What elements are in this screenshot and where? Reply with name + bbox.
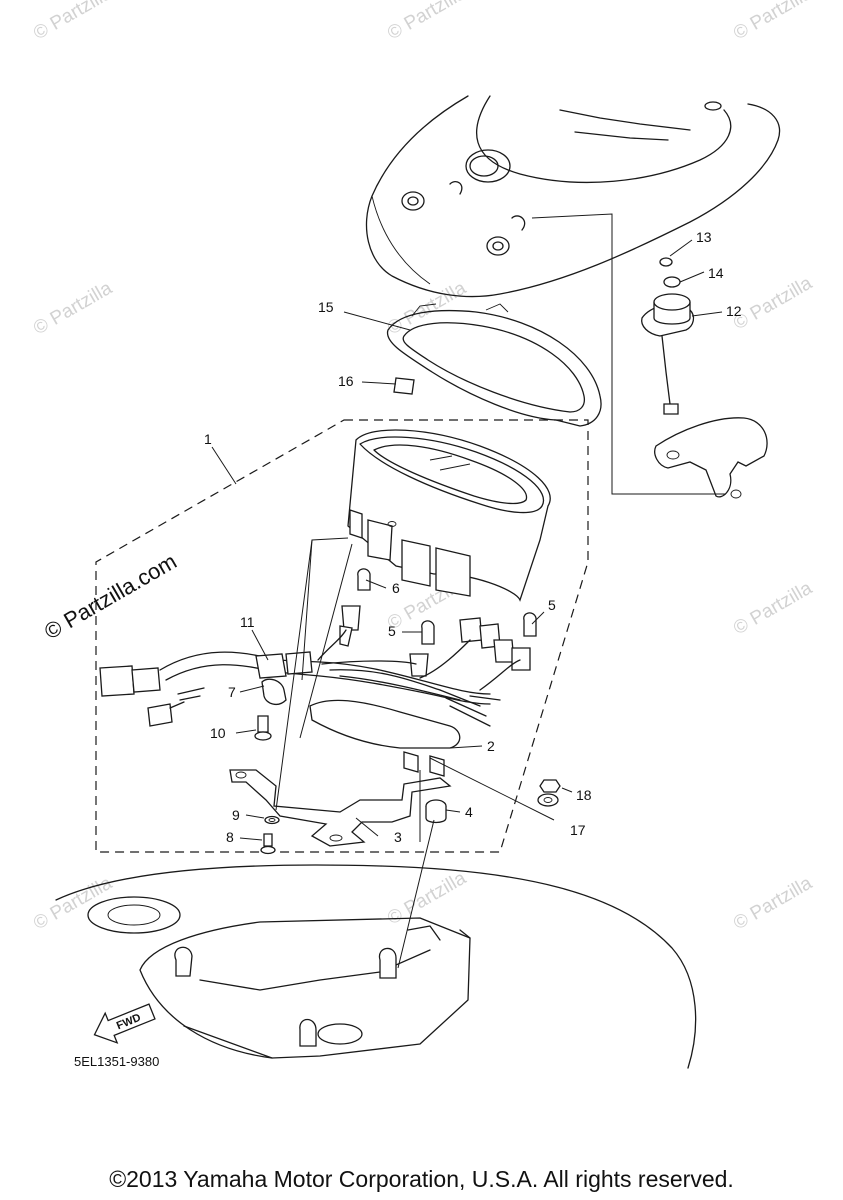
callout-18: 18 [576, 787, 592, 803]
meter-plate [309, 699, 461, 777]
collar [537, 793, 559, 807]
callout-3: 3 [394, 829, 402, 845]
callout-7: 7 [228, 684, 236, 700]
watermark-text: © Partzilla [30, 277, 116, 339]
forward-arrow: FWD [93, 1003, 156, 1044]
callout-16: 16 [338, 373, 354, 389]
rubber-pad [393, 377, 415, 395]
screw-8 [260, 833, 276, 855]
callout-12: 12 [726, 303, 742, 319]
washer-9 [264, 815, 280, 825]
handlebar-cover [365, 95, 781, 298]
bulbs-and-sockets [339, 568, 537, 677]
callout-13: 13 [696, 229, 712, 245]
watermark-text: © Partzilla [30, 0, 116, 44]
leader-lines [211, 213, 726, 969]
callout-9: 9 [232, 807, 240, 823]
watermark-text: © Partzilla [384, 867, 470, 929]
diagram-code: 5EL1351-9380 [74, 1054, 159, 1069]
watermark-text-large: © Partzilla.com [40, 549, 181, 645]
callout-11: 11 [240, 614, 255, 630]
callout-1: 1 [204, 431, 212, 447]
watermark-text: © Partzilla [384, 0, 470, 44]
watermark-text: © Partzilla [730, 0, 816, 44]
assembly-boundary [95, 419, 589, 853]
callout-14: 14 [708, 265, 724, 281]
grommet [425, 799, 447, 824]
callout-10: 10 [210, 725, 226, 741]
callout-8: 8 [226, 829, 234, 845]
callout-17: 17 [570, 822, 586, 838]
screw-10 [254, 715, 272, 741]
callout-numbers: 1 2 3 4 5 5 6 7 8 9 10 11 12 13 14 15 16… [204, 229, 742, 845]
watermark-text: © Partzilla [730, 872, 816, 934]
wire-harness [99, 629, 521, 727]
copyright-notice: ©2013 Yamaha Motor Corporation, U.S.A. A… [109, 1166, 734, 1192]
callout-5: 5 [548, 597, 556, 613]
switch-bracket [654, 417, 768, 499]
callout-4: 4 [465, 804, 473, 820]
meter-bracket [229, 769, 452, 847]
watermark-text: © Partzilla [730, 577, 816, 639]
meter-assembly [347, 429, 551, 602]
nut [539, 779, 561, 793]
callout-2: 2 [487, 738, 495, 754]
indicator-switch [641, 257, 695, 415]
callout-6: 6 [392, 580, 400, 596]
watermark-text: © Partzilla [384, 277, 470, 339]
lower-tank-cover [55, 864, 697, 1069]
meter-bezel-ring [386, 303, 602, 427]
watermark-text: © Partzilla [730, 272, 816, 334]
callout-15: 15 [318, 299, 334, 315]
callout-5: 5 [388, 623, 396, 639]
